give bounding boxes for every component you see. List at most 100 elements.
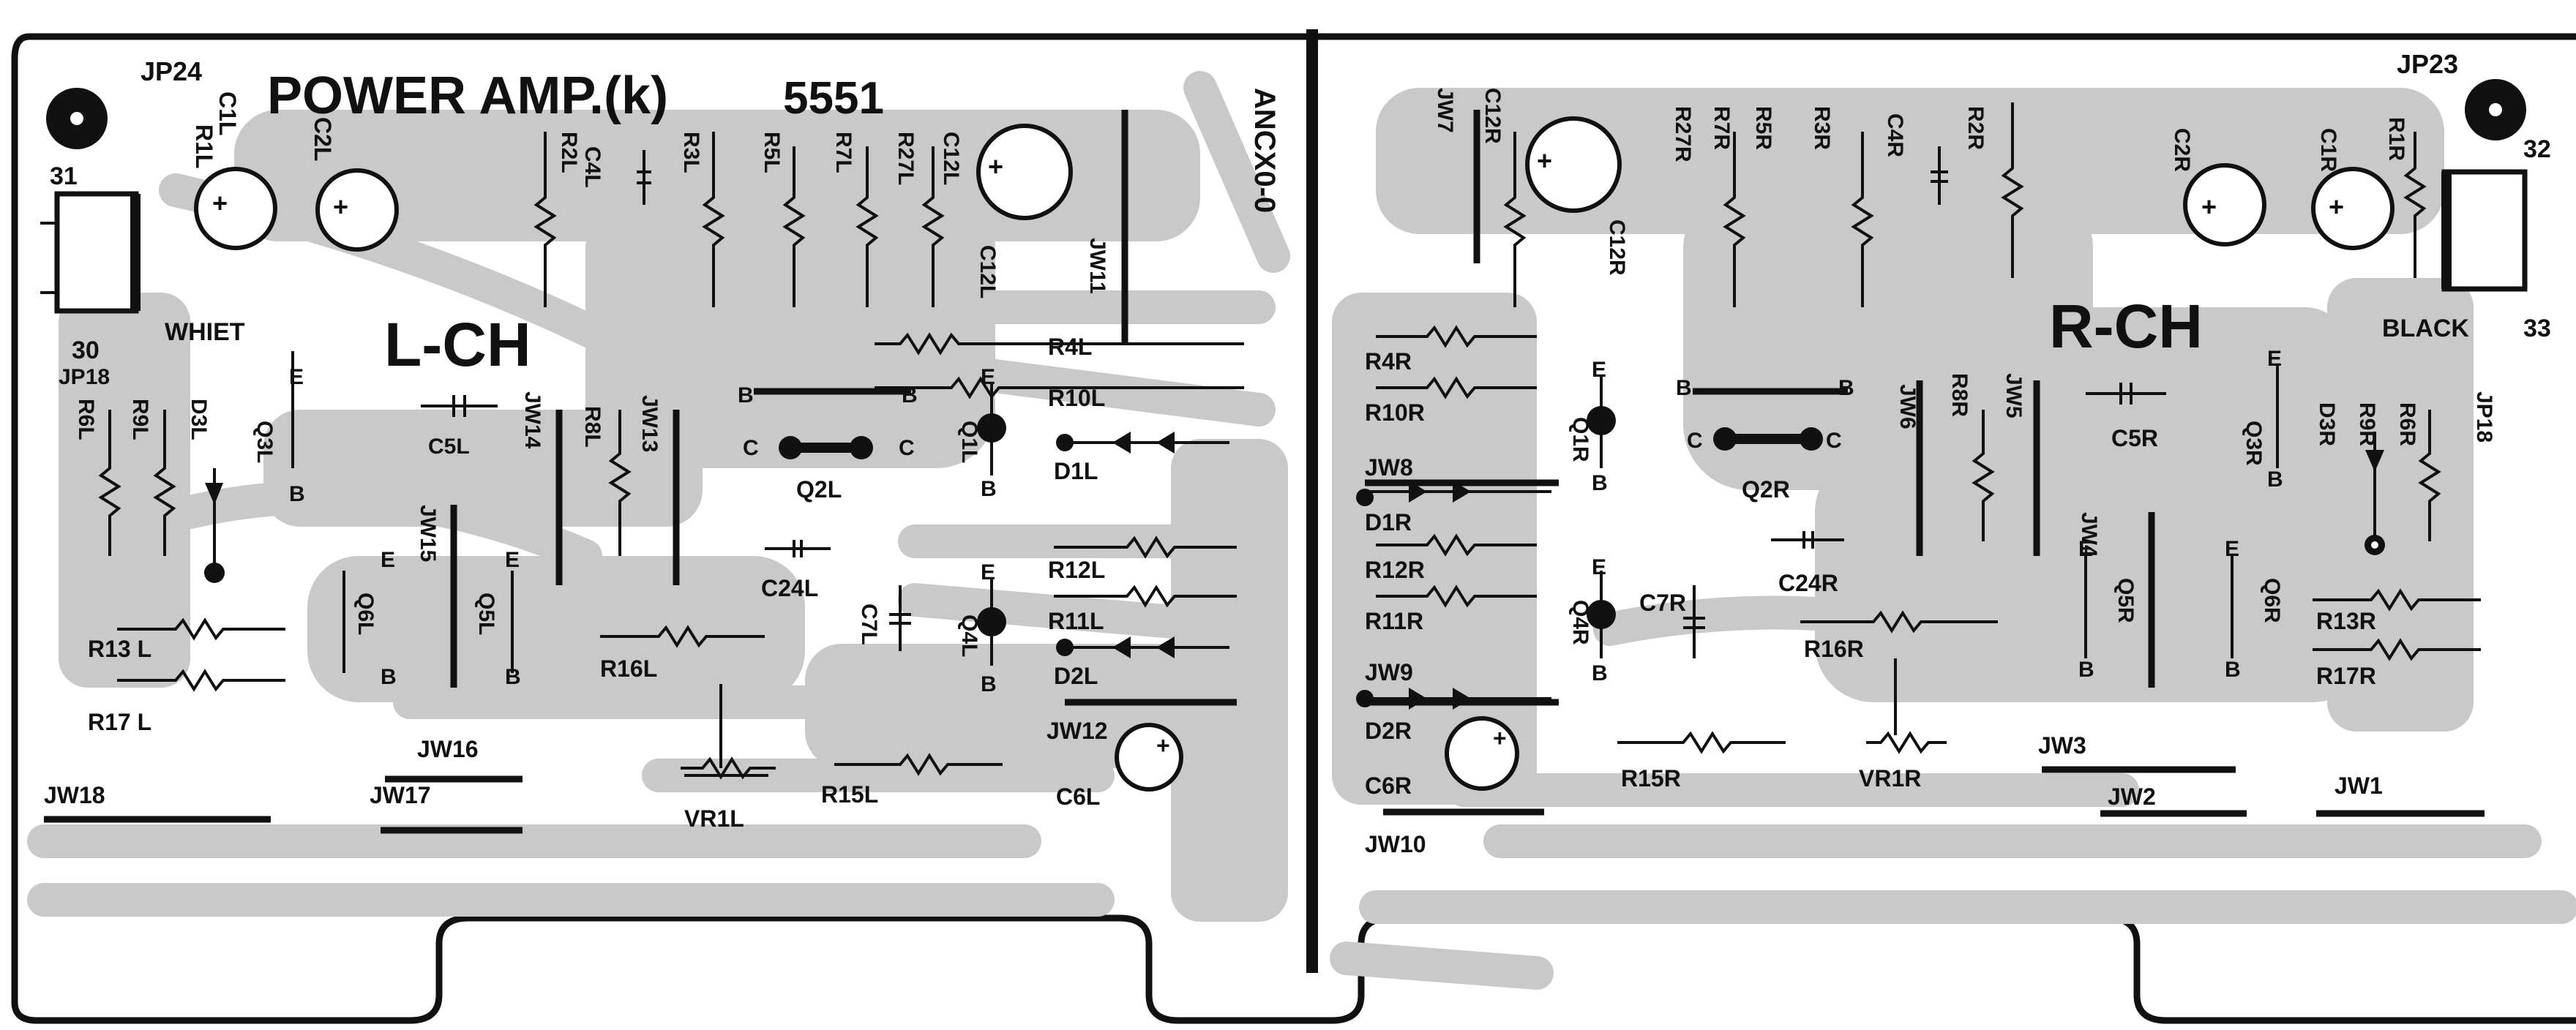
pin-e-q1l: E bbox=[981, 365, 995, 389]
copper-right bbox=[1330, 88, 2576, 990]
label-Q6L: Q6L bbox=[353, 593, 378, 635]
label-Q4R: Q4R bbox=[1568, 600, 1592, 645]
label-R3L: R3L bbox=[679, 132, 703, 173]
label-VR1R: VR1R bbox=[1859, 765, 1921, 792]
copper-left bbox=[27, 71, 1290, 922]
label-R11R: R11R bbox=[1365, 608, 1423, 634]
label-R12R: R12R bbox=[1365, 557, 1425, 583]
plus-c12l: + bbox=[988, 151, 1003, 181]
label-R17R: R17R bbox=[2316, 663, 2376, 689]
pin-b-q2r-left: B bbox=[1676, 376, 1692, 400]
label-R5L: R5L bbox=[760, 132, 784, 173]
label-C7L: C7L bbox=[857, 604, 881, 645]
pin-e-q6r: E bbox=[2225, 537, 2239, 561]
label-JW16: JW16 bbox=[417, 736, 479, 762]
label-R7L: R7L bbox=[831, 132, 855, 173]
label-JW15: JW15 bbox=[416, 505, 440, 562]
label-JW13: JW13 bbox=[637, 395, 662, 452]
label-Q1R: Q1R bbox=[1568, 417, 1592, 462]
label-R13R: R13R bbox=[2316, 608, 2376, 634]
label-R2L: R2L bbox=[557, 132, 581, 173]
pin-e-q5l: E bbox=[505, 548, 520, 572]
label-R8L: R8L bbox=[580, 406, 604, 448]
plus-c2l: + bbox=[333, 192, 348, 222]
plus-c12r: + bbox=[1537, 146, 1552, 176]
label-JW10: JW10 bbox=[1365, 831, 1426, 857]
label-R27L: R27L bbox=[894, 132, 918, 185]
label-Q2R: Q2R bbox=[1742, 476, 1790, 503]
left-wire-color: WHIET bbox=[165, 318, 245, 346]
left-jumper-point: JP24 bbox=[141, 56, 202, 86]
pin-b-q5r: B bbox=[2078, 658, 2094, 682]
label-C1L: C1L bbox=[214, 91, 241, 135]
right-wire-color: BLACK bbox=[2382, 315, 2469, 342]
label-Q3L: Q3L bbox=[252, 421, 277, 463]
plus-c1l: + bbox=[212, 188, 228, 218]
label-Q1L: Q1L bbox=[957, 421, 981, 463]
pin-b-q2l-left: B bbox=[738, 383, 754, 407]
label-R6L: R6L bbox=[74, 399, 98, 440]
label-C12L-a: C12L bbox=[939, 132, 963, 185]
board-title: POWER AMP.(k) bbox=[267, 67, 668, 125]
labels: POWER AMP.(k) 5551 ANCX0-0 L-CH R-CH WHI… bbox=[44, 49, 2551, 857]
label-Q5L: Q5L bbox=[474, 593, 498, 635]
pin-b-q6l: B bbox=[381, 665, 397, 689]
label-VR1L: VR1L bbox=[684, 805, 744, 832]
label-C6L: C6L bbox=[1056, 783, 1100, 810]
label-R9L: R9L bbox=[128, 399, 152, 440]
label-JW2: JW2 bbox=[2108, 783, 2156, 810]
label-C2L: C2L bbox=[310, 117, 336, 161]
pin-e-q1r: E bbox=[1592, 358, 1606, 382]
label-R6R: R6R bbox=[2395, 402, 2419, 446]
label-R7R: R7R bbox=[1710, 106, 1734, 150]
label-R10L: R10L bbox=[1048, 385, 1105, 411]
label-JP18-left: JP18 bbox=[59, 365, 110, 389]
label-Q5R: Q5R bbox=[2113, 578, 2138, 623]
label-R17L: R17 L bbox=[88, 709, 151, 735]
label-C4L: C4L bbox=[580, 146, 604, 188]
label-JW9: JW9 bbox=[1365, 659, 1413, 685]
right-channel-label: R-CH bbox=[2049, 292, 2203, 361]
label-C12R-a: C12R bbox=[1480, 88, 1505, 144]
pin-e-q5r: E bbox=[2078, 537, 2093, 561]
label-C7R: C7R bbox=[1639, 590, 1686, 616]
label-R27R: R27R bbox=[1671, 106, 1695, 162]
board-code: 5551 bbox=[783, 73, 884, 124]
label-C1R: C1R bbox=[2316, 128, 2340, 172]
pin-e-q6l: E bbox=[381, 548, 395, 572]
label-C12R-b: C12R bbox=[1605, 219, 1629, 276]
right-pin-top: 32 bbox=[2523, 135, 2551, 163]
pin-b-q2r-right: B bbox=[1838, 376, 1854, 400]
right-jumper-point: JP23 bbox=[2397, 49, 2458, 79]
pin-c-q2l-left: C bbox=[743, 436, 759, 460]
label-JW5: JW5 bbox=[2002, 373, 2026, 418]
pin-b-q6r: B bbox=[2225, 658, 2241, 682]
right-pin-bottom: 33 bbox=[2523, 315, 2551, 342]
pin-b-q4l: B bbox=[981, 672, 997, 696]
components bbox=[40, 79, 2528, 792]
plus-c1r: + bbox=[2329, 192, 2344, 222]
left-pin-bottom: 30 bbox=[72, 337, 100, 364]
pin-e-q3r: E bbox=[2267, 347, 2282, 371]
label-R10R: R10R bbox=[1365, 399, 1425, 426]
label-D1R: D1R bbox=[1365, 509, 1412, 535]
label-JW12: JW12 bbox=[1046, 718, 1108, 744]
label-C2R: C2R bbox=[2170, 128, 2194, 172]
label-JW17: JW17 bbox=[370, 782, 431, 808]
label-R9R: R9R bbox=[2355, 402, 2379, 446]
label-Q2L: Q2L bbox=[796, 476, 842, 503]
label-R13L: R13 L bbox=[88, 636, 151, 662]
label-JW4: JW4 bbox=[2077, 512, 2101, 557]
pin-b-q2l-right: B bbox=[902, 383, 918, 407]
label-C5L: C5L bbox=[428, 435, 470, 459]
label-C24R: C24R bbox=[1778, 570, 1838, 596]
label-C24L: C24L bbox=[761, 575, 818, 601]
label-R12L: R12L bbox=[1048, 557, 1105, 583]
label-R5R: R5R bbox=[1751, 106, 1775, 150]
label-JW14: JW14 bbox=[520, 391, 544, 449]
plus-c2r: + bbox=[2201, 192, 2217, 222]
left-channel-label: L-CH bbox=[384, 310, 531, 379]
label-R1R: R1R bbox=[2384, 117, 2408, 161]
label-JW3: JW3 bbox=[2038, 732, 2086, 759]
pin-e-q4l: E bbox=[981, 560, 995, 584]
